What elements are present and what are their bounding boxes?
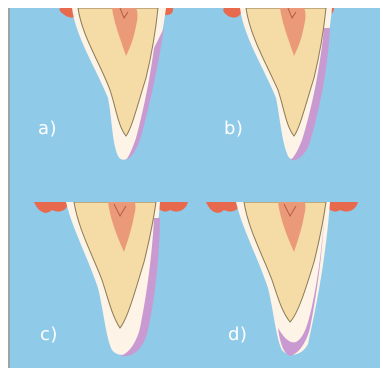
figure-frame [8,8,380,368]
